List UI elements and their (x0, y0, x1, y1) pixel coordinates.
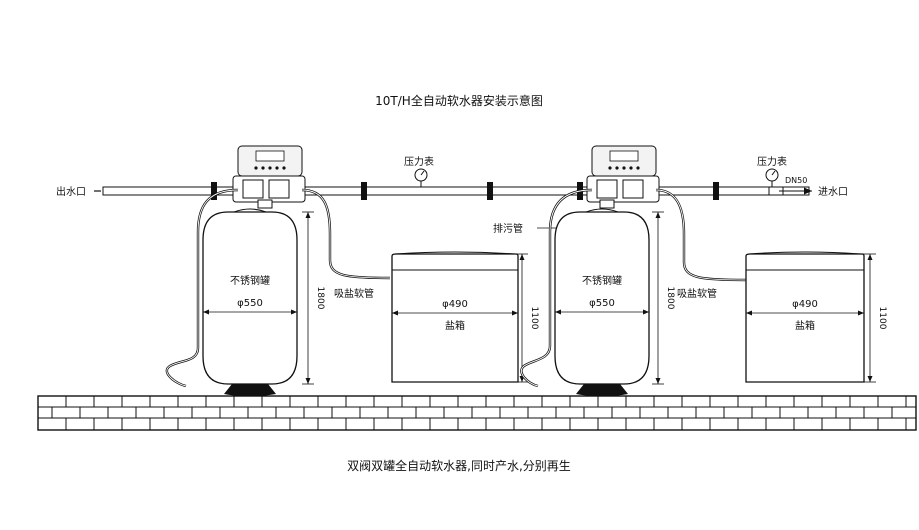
diagram-caption: 双阀双罐全自动软水器,同时产水,分别再生 (347, 458, 571, 473)
inlet-label: 进水口 (818, 186, 848, 198)
valve-display (609, 150, 639, 162)
tank-material-label: 不锈钢罐 (230, 274, 270, 287)
brick-wall-icon (37, 395, 917, 431)
main-water-pipe (94, 182, 810, 200)
brine-tank-left: φ490 盐箱 1100 (391, 251, 539, 383)
control-valve-icon (232, 145, 306, 203)
tank-diameter-label: φ550 (589, 298, 615, 309)
valve-display (255, 150, 285, 162)
gauge-label: 压力表 (404, 155, 434, 168)
pressure-gauge-icon (414, 168, 428, 187)
brine-diameter-label: φ490 (792, 299, 818, 310)
pressure-gauge-icon (765, 168, 779, 187)
pressure-gauge-right: 压力表 (757, 155, 787, 187)
drain-pipe-label: 排污管 (493, 222, 523, 235)
brine-box-label: 盐箱 (795, 319, 815, 332)
control-valve-icon (586, 145, 660, 203)
brine-diameter-label: φ490 (442, 299, 468, 310)
brine-box-label: 盐箱 (445, 319, 465, 332)
brine-tank-right: φ490 盐箱 1100 (745, 251, 887, 383)
gauge-label: 压力表 (757, 155, 787, 168)
dn-size-label: DN50 (785, 176, 807, 185)
diagram-title: 10T/H全自动软水器安装示意图 (375, 93, 543, 108)
brine-height-label: 1100 (877, 307, 887, 330)
brine-hose-label: 吸盐软管 (334, 287, 374, 300)
tank-height-label: 1800 (315, 287, 325, 310)
softener-unit-right: 不锈钢罐 φ550 1800 吸盐软管 (520, 145, 747, 397)
arrow-right-icon (790, 187, 812, 195)
brine-hose-label: 吸盐软管 (677, 287, 717, 300)
outlet-label: 出水口 (56, 185, 86, 198)
tank-height-label: 1800 (665, 287, 675, 310)
pressure-gauge-left: 压力表 (404, 155, 434, 187)
softener-unit-left: 不锈钢罐 φ550 1800 吸盐软管 (165, 145, 391, 397)
tank-material-label: 不锈钢罐 (582, 274, 622, 287)
brine-height-label: 1100 (529, 307, 539, 330)
tank-diameter-label: φ550 (237, 298, 263, 309)
